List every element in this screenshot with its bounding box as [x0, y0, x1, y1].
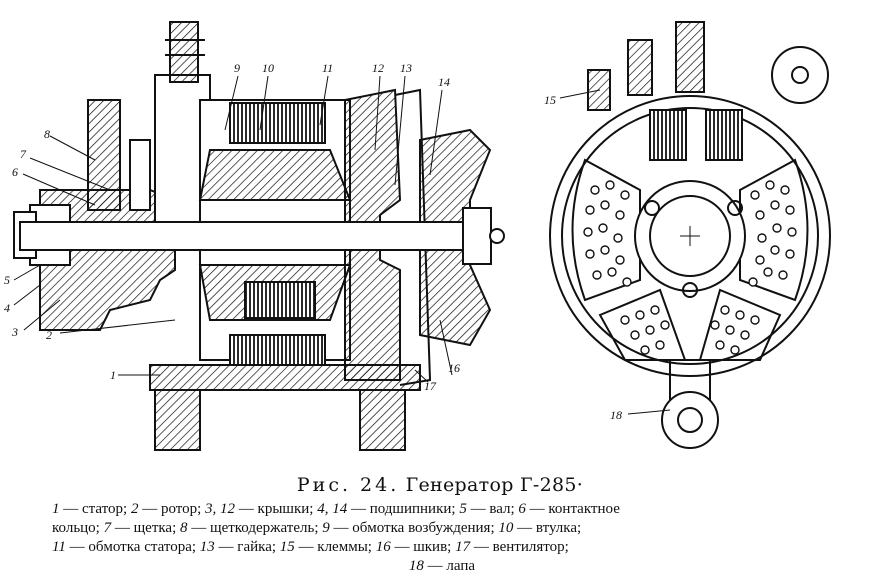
legend-number: 13: [199, 539, 215, 555]
terminal-3: [675, 21, 705, 93]
legend-number: 1: [52, 501, 60, 517]
callout-9: 9: [234, 61, 240, 75]
legend-line: 1 — статор; 2 — ротор; 3, 12 — крышки; 4…: [52, 500, 832, 519]
legend-text: — обмотка возбуждения;: [329, 520, 499, 536]
legend-text: — вал;: [466, 501, 519, 517]
caption-title: Генератор Г-285·: [405, 474, 584, 496]
legend-text: — ротор;: [138, 501, 206, 517]
legend-number: 4, 14: [317, 501, 348, 517]
legend-number: 3, 12: [205, 501, 236, 517]
legend-line: кольцо; 7 — щетка; 8 — щеткодержатель; 9…: [52, 519, 832, 538]
vent-holes: [583, 180, 797, 355]
shaft-nut: [462, 207, 492, 265]
legend-text: — вентилятор;: [470, 539, 569, 555]
legend-number: 6: [518, 501, 526, 517]
legend-number: 2: [130, 501, 139, 517]
sectional-view: [13, 21, 505, 451]
field-winding: [244, 281, 316, 319]
callout-2: 2: [46, 328, 52, 342]
callout-17: 17: [424, 379, 437, 393]
callout-12: 12: [372, 61, 384, 75]
legend-number: 7: [103, 520, 112, 536]
callout-15: 15: [544, 93, 556, 107]
legend-line: 18 — лапа: [52, 557, 832, 576]
terminal-2: [627, 39, 653, 96]
legend-number: 18: [408, 558, 424, 574]
caption-prefix: Рис. 24.: [296, 474, 400, 496]
callout-16: 16: [448, 361, 460, 375]
callout-labels-right: 15 18: [544, 93, 622, 422]
legend-text: — крышки;: [235, 501, 318, 517]
callout-3: 3: [11, 325, 18, 339]
rotor-pole-upper: [198, 149, 352, 201]
legend-number: 15: [279, 539, 295, 555]
terminal-bolt: [169, 21, 199, 83]
mounting-lug-eye: [661, 391, 719, 449]
legend-text: — статор;: [59, 501, 131, 517]
callout-14: 14: [438, 75, 450, 89]
legend-number: 8: [180, 520, 188, 536]
stator-winding-bottom: [229, 334, 326, 366]
legend-text: — втулка;: [513, 520, 582, 536]
legend-number: 5: [459, 501, 467, 517]
callout-13: 13: [400, 61, 412, 75]
legend-text: — гайка;: [214, 539, 280, 555]
legend-number: 10: [498, 520, 514, 536]
figure-caption: Рис. 24. Генератор Г-285·: [0, 474, 880, 496]
legend-number: 9: [322, 520, 330, 536]
callout-1: 1: [110, 368, 116, 382]
legend-text: кольцо;: [52, 520, 104, 536]
legend-line: 11 — обмотка статора; 13 — гайка; 15 — к…: [52, 538, 832, 557]
callout-7: 7: [20, 147, 27, 161]
callout-8: 8: [44, 127, 50, 141]
vent-sector-right: [739, 158, 809, 302]
callout-leaders-right: [559, 89, 671, 415]
legend-number: 16: [375, 539, 391, 555]
vent-sector-left: [571, 158, 641, 302]
stator-winding-top: [229, 102, 326, 144]
callout-11: 11: [322, 61, 333, 75]
legend-text: — подшипники;: [347, 501, 460, 517]
callout-leaders-left: [13, 75, 453, 383]
legend-text: — щеткодержатель;: [187, 520, 323, 536]
callout-4: 4: [4, 301, 10, 315]
callout-18: 18: [610, 408, 622, 422]
shaft: [19, 221, 491, 251]
legend-number: 11: [52, 539, 66, 555]
legend-text: — щетка;: [111, 520, 181, 536]
callout-10: 10: [262, 61, 274, 75]
callout-6: 6: [12, 165, 18, 179]
legend-number: 17: [455, 539, 471, 555]
legend-text: — клеммы;: [294, 539, 376, 555]
callout-5: 5: [4, 273, 10, 287]
legend-text: — контактное: [525, 501, 620, 517]
end-view: [549, 21, 831, 449]
brush-holder: [87, 99, 121, 211]
figure-legend: 1 — статор; 2 — ротор; 3, 12 — крышки; 4…: [52, 500, 832, 576]
legend-text: — шкив;: [390, 539, 456, 555]
generator-drawing: 1 2 3 4 5 6 7 8 9 10 11 12 13 14 16 17: [4, 21, 831, 451]
legend-text: — лапа: [423, 558, 476, 574]
callout-labels-left: 1 2 3 4 5 6 7 8 9 10 11 12 13 14 16 17: [4, 61, 460, 393]
legend-text: — обмотка статора;: [65, 539, 200, 555]
mounting-foot: [149, 364, 421, 391]
